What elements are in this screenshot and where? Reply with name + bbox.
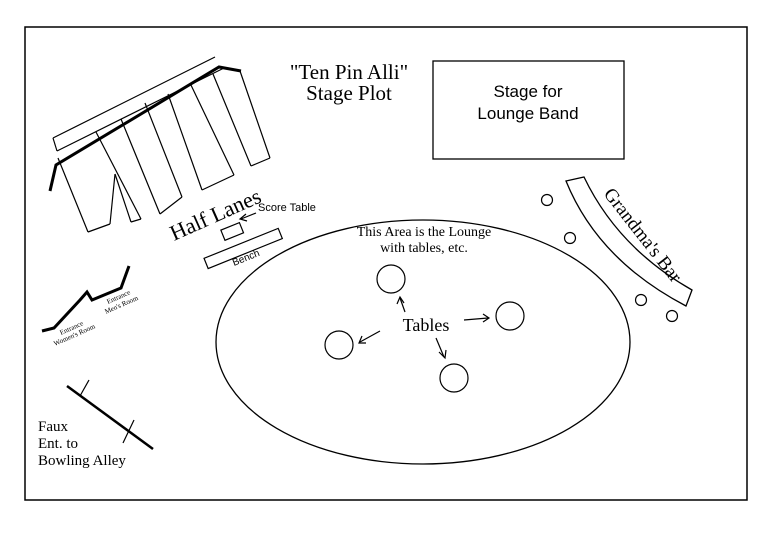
score-table-label: Score Table <box>258 202 316 214</box>
lounge-label-line-2: with tables, etc. <box>380 241 468 256</box>
half-lanes <box>48 56 271 233</box>
stage-label-line-1: Stage for <box>494 82 563 101</box>
table-arrow <box>396 295 406 313</box>
table-arrow <box>435 337 447 360</box>
score-table <box>220 221 245 242</box>
lounge-area <box>215 219 631 465</box>
lounge-table <box>495 301 525 331</box>
bar-stool <box>634 293 648 307</box>
title-line-2: Stage Plot <box>306 81 392 105</box>
lounge-table <box>439 363 469 393</box>
page-border <box>24 26 748 501</box>
bar-stool <box>540 193 554 207</box>
lounge-table <box>376 264 406 294</box>
faux-entrance-line-1: Faux <box>38 419 69 435</box>
bench <box>203 227 284 270</box>
score-table-arrow <box>238 212 257 222</box>
table-arrow <box>358 330 381 344</box>
stage-box: Stage for Lounge Band <box>432 60 625 160</box>
faux-entrance-line-3: Bowling Alley <box>38 453 126 469</box>
lounge-label-line-1: This Area is the Lounge <box>357 225 492 240</box>
bar-stool <box>665 309 679 323</box>
lounge-table <box>324 330 354 360</box>
table-arrow <box>463 313 491 323</box>
grandmas-bar <box>565 176 693 307</box>
bench-label: Bench <box>231 248 261 269</box>
bar-stool <box>563 231 577 245</box>
tables-label: Tables <box>403 315 450 335</box>
stage-label-line-2: Lounge Band <box>477 104 578 123</box>
faux-entrance-line-2: Ent. to <box>38 436 78 452</box>
grandmas-bar-label: Grandma's Bar <box>599 184 686 287</box>
title-line-1: "Ten Pin Alli" <box>290 60 408 84</box>
faux-entrance-wall <box>66 379 154 451</box>
restroom-wall <box>41 265 131 333</box>
